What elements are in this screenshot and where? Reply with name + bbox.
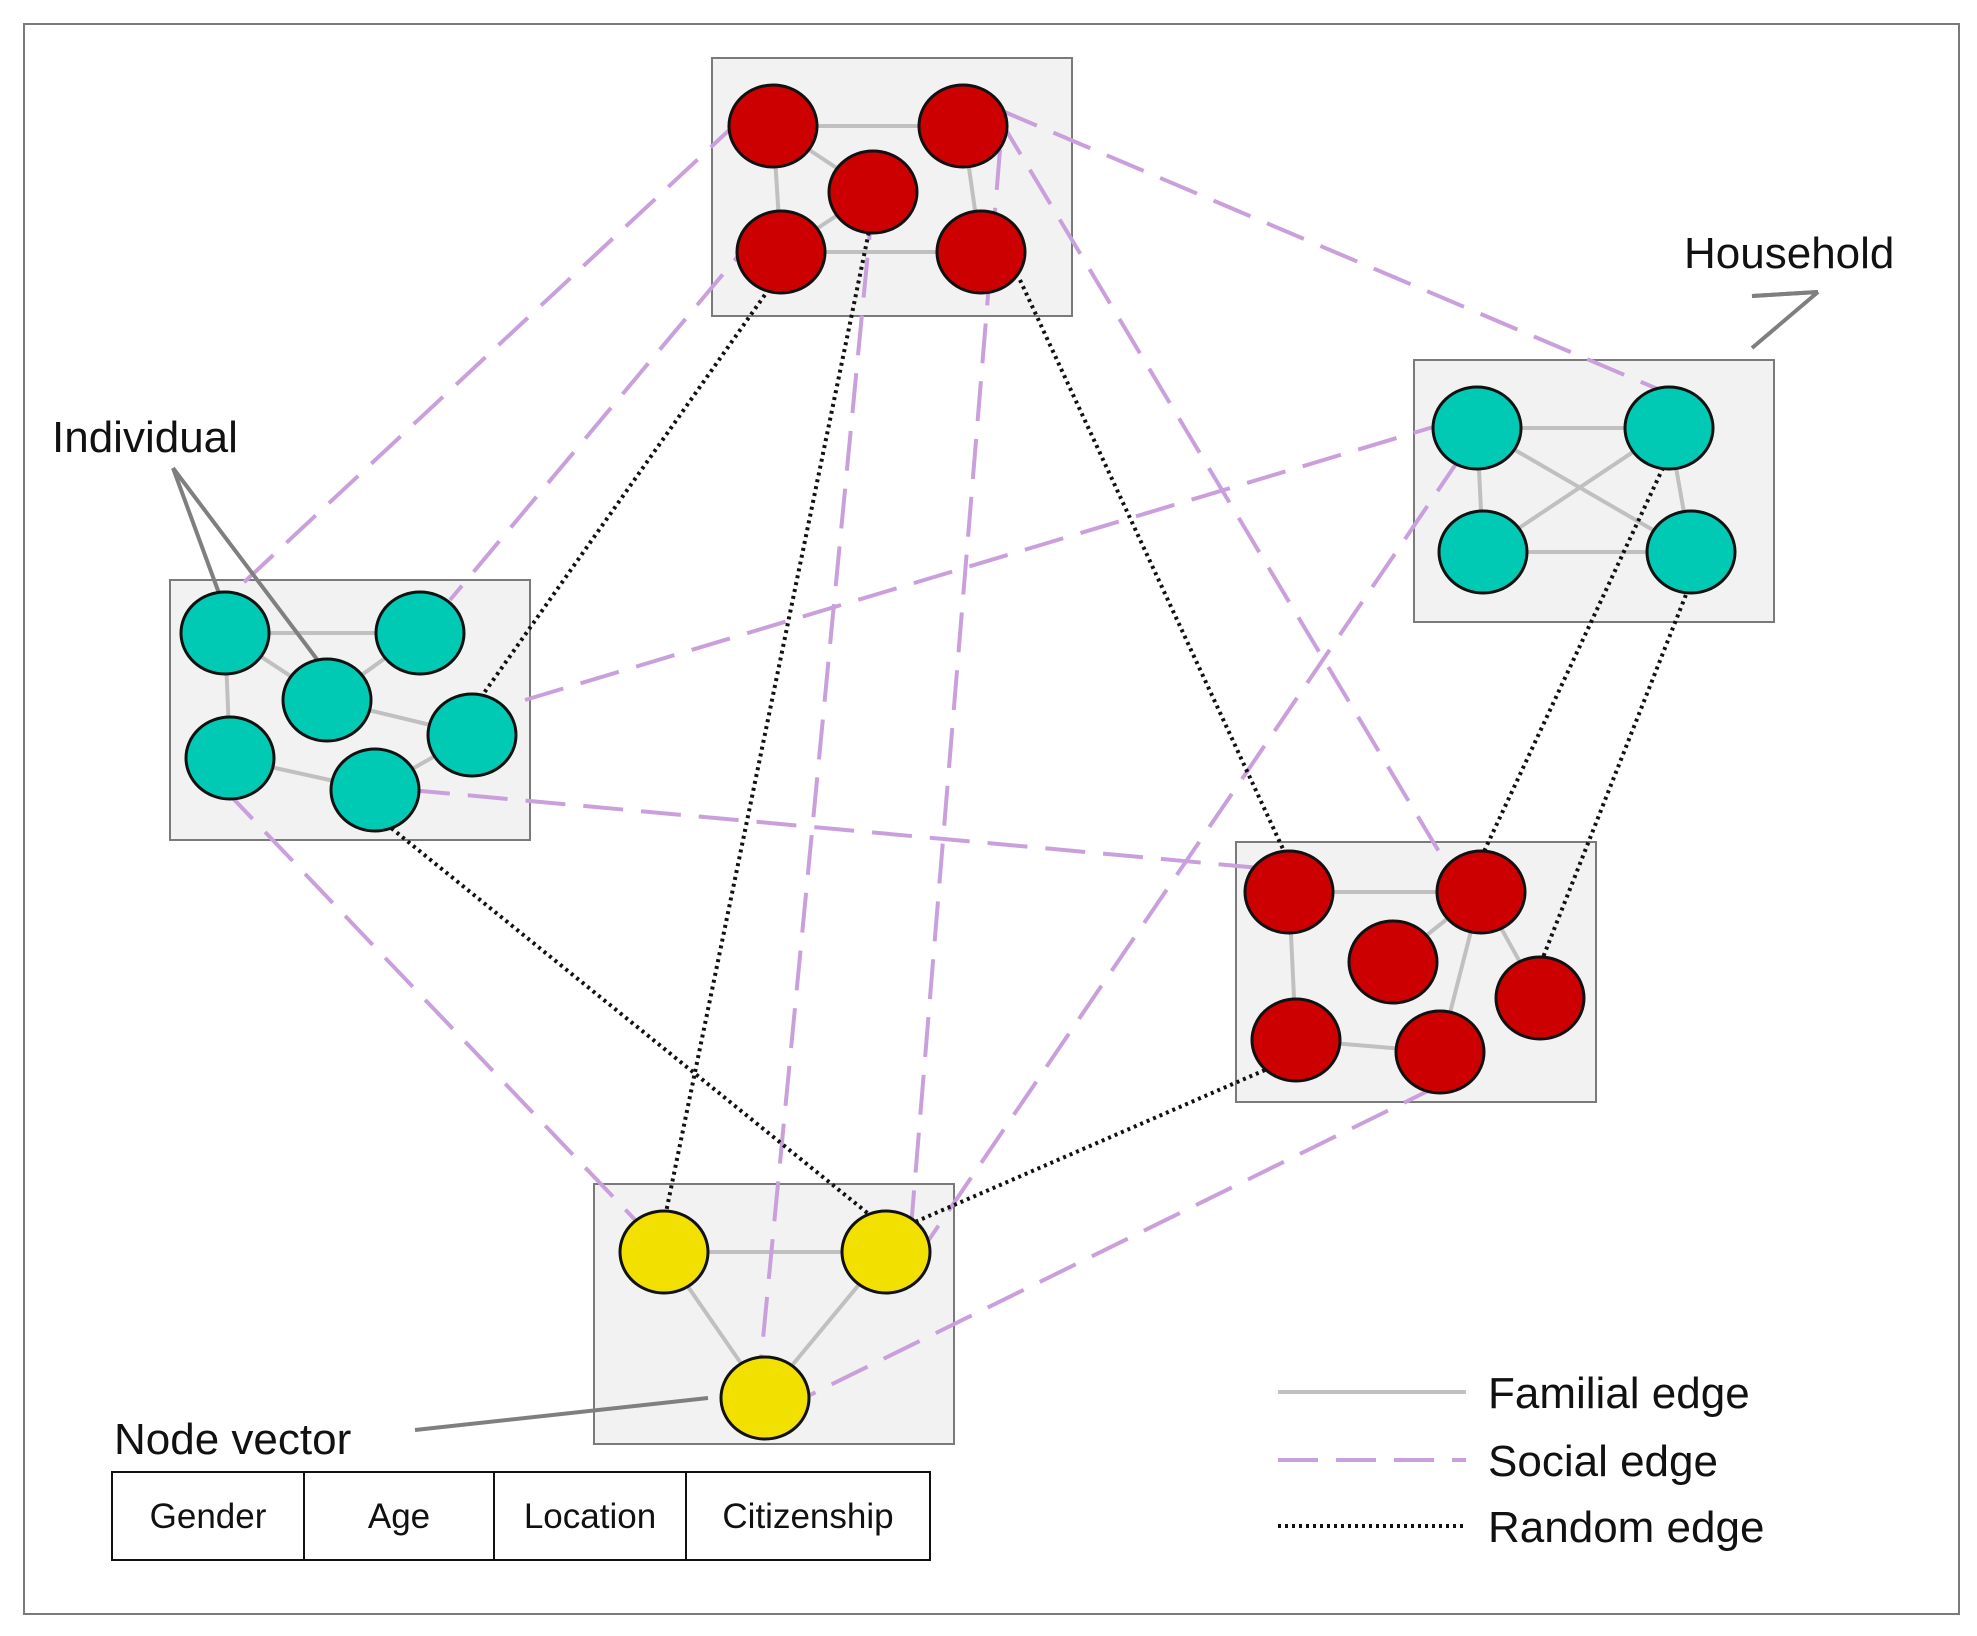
individual-node [735,209,827,295]
household-nodes-right [1431,385,1737,595]
household-nodes-top [727,83,1027,295]
household-nodes-bottom-right [1243,849,1586,1095]
node-vector-field-age: Age [368,1497,430,1536]
individual-node [727,83,819,169]
individual-node [1494,955,1586,1041]
node-vector-table: Gender Age Location Citizenship [111,1471,931,1561]
individual-node [281,657,373,743]
node-vector-field-citizenship: Citizenship [722,1497,893,1536]
individual-node [719,1355,811,1441]
legend: Familial edge Social edge Random edge [1278,1369,1764,1552]
individual-node [1645,509,1737,595]
individual-node [1431,385,1523,471]
legend-social-label: Social edge [1488,1437,1718,1486]
individual-node [827,149,919,235]
social-edges [223,108,1661,1397]
household-label: Household [1684,229,1894,278]
individual-label: Individual [52,413,238,462]
individual-node [1435,849,1527,935]
callout-lines [171,290,1820,1432]
legend-familial-label: Familial edge [1488,1369,1750,1418]
node-vector-field-location: Location [524,1497,656,1536]
individual-node [1437,509,1529,595]
individual-node [179,590,271,676]
household-nodes-bottom [618,1209,932,1441]
individual-node [184,715,276,801]
node-vector-label: Node vector [114,1415,351,1464]
individual-node [1623,385,1715,471]
individual-node [840,1209,932,1295]
individual-node [329,747,421,833]
individual-node [1347,919,1439,1005]
random-edges [373,211,1693,1230]
household-nodes-left [179,590,518,833]
legend-random-label: Random edge [1488,1503,1764,1552]
individual-node [1394,1009,1486,1095]
individual-node [1250,997,1342,1083]
individual-node [935,209,1027,295]
node-vector-field-gender: Gender [150,1497,267,1536]
individual-node [917,83,1009,169]
individual-node [1243,849,1335,935]
individual-node [374,590,466,676]
individual-node [618,1209,710,1295]
individual-node [426,692,518,778]
